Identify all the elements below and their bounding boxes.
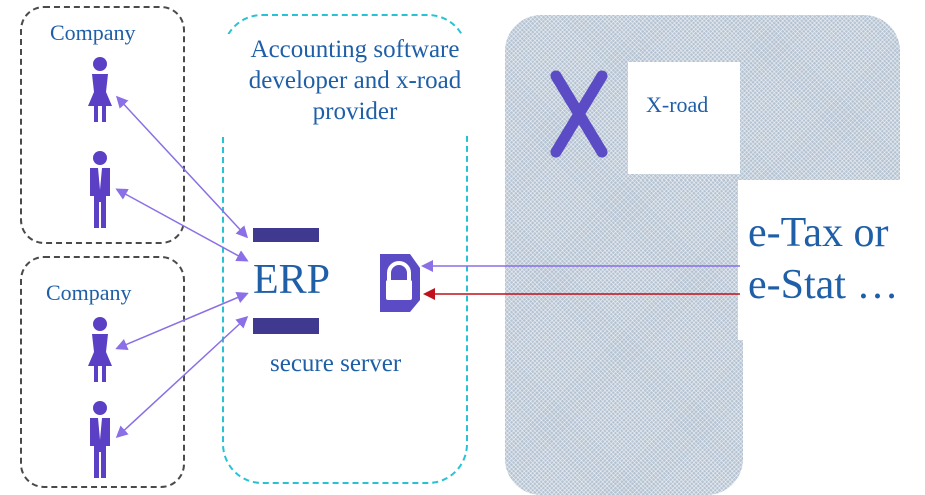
connector-person-3-erp <box>115 291 249 351</box>
service-name-line-2: e-Stat … <box>748 262 899 308</box>
erp-label: ERP <box>253 242 330 318</box>
secure-server-label: secure server <box>270 350 402 377</box>
person-female-icon <box>88 57 112 122</box>
provider-label-line-3: provider <box>312 98 398 125</box>
connector-person-2-erp <box>115 188 249 262</box>
provider-label: Accounting software developer and x-road… <box>214 34 496 134</box>
provider-label-line-2: developer and x-road <box>248 67 462 94</box>
connector-person-1-erp <box>115 95 249 239</box>
person-female-icon <box>88 317 112 382</box>
person-male-icon <box>90 401 110 478</box>
company-label-top: Company <box>46 20 140 46</box>
xroad-label: X-road <box>646 92 709 117</box>
lock-icon <box>380 254 420 312</box>
person-male-icon <box>90 151 110 228</box>
connector-person-4-erp <box>115 315 249 439</box>
service-panel <box>738 180 925 340</box>
xroad-logo-icon <box>550 70 608 158</box>
provider-label-line-1: Accounting software <box>250 36 460 63</box>
service-name-line-1: e-Tax or <box>748 210 889 256</box>
xroad-label-panel <box>628 62 740 174</box>
